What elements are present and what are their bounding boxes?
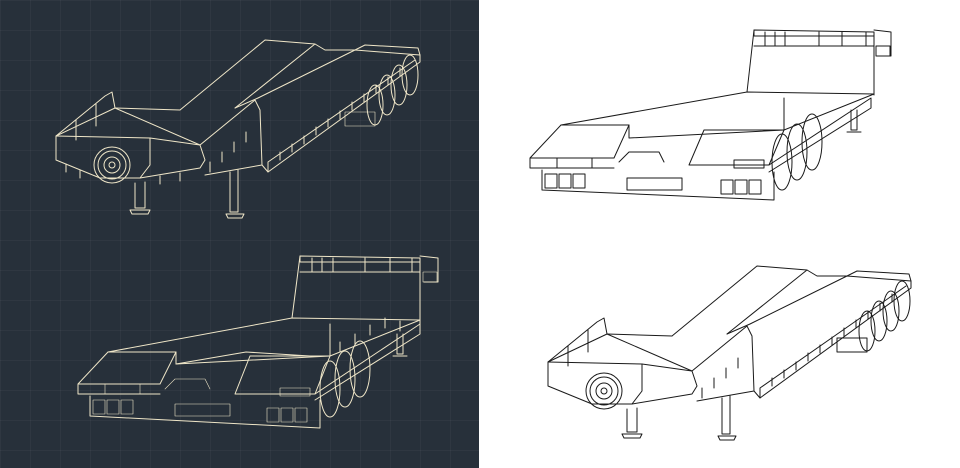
trailer-rear-view-dark: Lowboy trailer – rear isometric view (de…	[0, 234, 479, 468]
blueprint-panel: Lowboy trailer – front isometric view (g…	[0, 0, 479, 468]
trailer-rear-view-light: Lowboy trailer – rear isometric view (de…	[479, 0, 960, 234]
line-art-panel: Lowboy trailer – rear isometric view (de…	[479, 0, 960, 468]
trailer-front-view-dark: Lowboy trailer – front isometric view (g…	[0, 0, 479, 234]
trailer-front-view-light: Lowboy trailer – front isometric view (g…	[479, 234, 960, 468]
